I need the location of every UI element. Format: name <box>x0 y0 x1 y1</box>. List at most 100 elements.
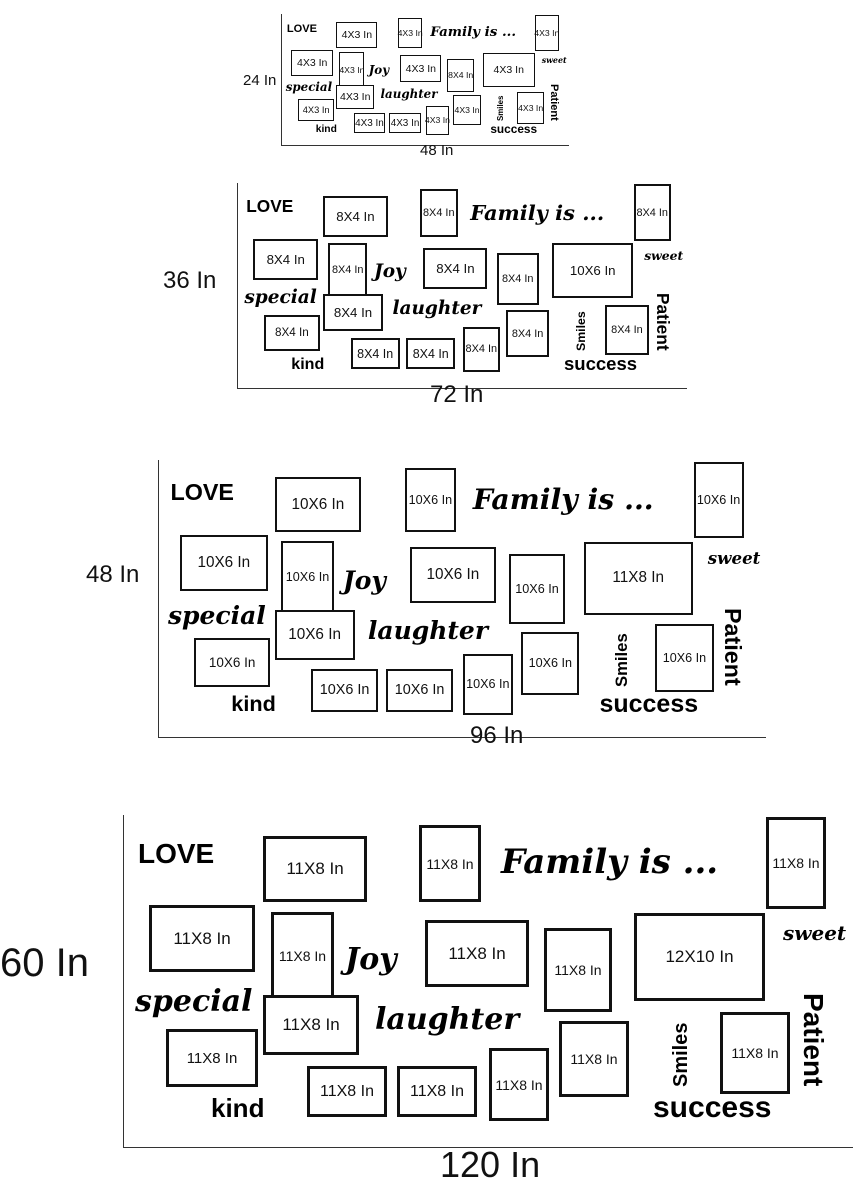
frame-size-label: 10X6 In <box>319 682 370 699</box>
photo-frame: 4X3 In <box>336 22 378 49</box>
frame-size-label: 8X4 In <box>636 206 668 219</box>
photo-frame: 4X3 In <box>398 17 423 49</box>
frame-size-label: 8X4 In <box>501 272 534 285</box>
frame-size-label: 8X4 In <box>266 251 305 267</box>
width-dimension-label: 48 In <box>420 141 454 159</box>
frame-size-label: 4X3 In <box>355 117 384 129</box>
frame-size-label: 10X6 In <box>408 493 453 508</box>
frame-size-label: 10X6 In <box>696 492 741 507</box>
frame-size-label: 8X4 In <box>274 326 309 340</box>
wall-word-kind: kind <box>291 354 325 373</box>
frame-size-label: 8X4 In <box>448 70 474 81</box>
frame-size-label: 11X8 In <box>278 948 327 964</box>
frame-size-label: 11X8 In <box>282 1015 340 1034</box>
photo-frame: 4X3 In <box>389 113 421 134</box>
frame-size-label: 11X8 In <box>320 1082 374 1100</box>
photo-frame: 8X4 In <box>419 189 458 237</box>
wall-word-kind: kind <box>211 1093 265 1123</box>
frame-size-label: 11X8 In <box>410 1082 464 1100</box>
photo-frame: 11X8 In <box>271 912 334 1000</box>
width-dimension-label: 72 In <box>430 381 484 408</box>
frame-size-label: 10X6 In <box>528 656 573 671</box>
height-dimension-label: 24 In <box>243 71 277 89</box>
photo-frame: 8X4 In <box>605 304 649 356</box>
frame-size-label: 8X4 In <box>511 327 544 340</box>
photo-frame: 4X3 In <box>336 85 375 109</box>
photo-frame: 10X6 In <box>281 540 334 615</box>
photo-frame: 10X6 In <box>655 624 714 693</box>
wall-word-sweet: sweet <box>541 55 567 65</box>
wall-word-laughter: laughter <box>367 616 488 646</box>
photo-frame: 10X6 In <box>274 609 355 660</box>
photo-frame: 8X4 In <box>506 310 550 357</box>
photo-frame: 8X4 In <box>263 315 321 351</box>
frame-size-label: 4X3 In <box>518 103 544 113</box>
dimension-axis-vertical <box>281 14 282 146</box>
photo-frame: 11X8 In <box>544 928 612 1012</box>
wall-word-sweet: sweet <box>783 921 847 945</box>
wall-word-love: LOVE <box>246 196 294 217</box>
photo-frame: 4X3 In <box>482 52 535 88</box>
dimension-axis-vertical <box>158 460 159 737</box>
photo-frame: 11X8 In <box>720 1012 790 1094</box>
photo-frame: 4X3 In <box>297 98 335 122</box>
height-dimension-label: 48 In <box>86 561 140 588</box>
wall-word-joy: Joy <box>345 942 397 977</box>
photo-frame: 11X8 In <box>263 836 367 902</box>
wall-word-sweet: sweet <box>707 547 761 568</box>
wall-word-special: special <box>285 79 333 94</box>
frame-size-label: 8X4 In <box>422 206 455 219</box>
wall-word-family: Family is ... <box>501 842 719 882</box>
frame-size-label: 10X6 In <box>394 682 445 699</box>
frame-size-label: 11X8 In <box>495 1076 543 1093</box>
wall-word-laughter: laughter <box>380 87 438 102</box>
wall-word-laughter: laughter <box>392 298 482 320</box>
wall-word-family: Family is ... <box>470 199 605 225</box>
frame-size-label: 4X3 In <box>405 62 437 75</box>
wall-word-smiles: Smiles <box>496 95 506 122</box>
frame-size-label: 10X6 In <box>515 582 559 597</box>
wall-word-joy: Joy <box>373 261 406 283</box>
wall-word-special: special <box>167 601 266 631</box>
photo-frame: 4X3 In <box>353 113 386 134</box>
frame-size-label: 4X3 In <box>534 27 560 38</box>
photo-frame: 10X6 In <box>693 461 744 539</box>
height-dimension-label: 36 In <box>163 267 217 294</box>
frame-size-label: 10X6 In <box>285 570 330 585</box>
wall-word-patient: Patient <box>798 993 829 1087</box>
photo-frame: 11X8 In <box>397 1066 477 1117</box>
wall-word-joy: Joy <box>368 63 390 78</box>
dimension-axis-horizontal <box>281 145 570 147</box>
dimension-axis-vertical <box>123 815 124 1147</box>
wall-word-laughter: laughter <box>375 1002 520 1037</box>
photo-frame: 11X8 In <box>419 825 481 902</box>
frame-size-label: 8X4 In <box>611 323 643 336</box>
photo-frame: 10X6 In <box>311 669 378 712</box>
photo-frame: 4X3 In <box>516 91 545 125</box>
dimension-axis-horizontal <box>237 387 688 389</box>
frame-size-label: 10X6 In <box>288 625 341 643</box>
photo-frame: 11X8 In <box>263 995 359 1055</box>
wall-word-patient: Patient <box>720 608 747 686</box>
frame-size-label: 10X6 In <box>466 677 510 692</box>
photo-frame: 11X8 In <box>149 905 255 972</box>
wall-word-kind: kind <box>315 123 337 135</box>
frame-size-label: 10X6 In <box>291 495 345 513</box>
photo-frame: 8X4 In <box>633 184 671 241</box>
wall-word-success: success <box>653 1091 772 1124</box>
photo-frame: 8X4 In <box>406 337 456 370</box>
wall-word-success: success <box>490 121 538 136</box>
photo-frame: 10X6 In <box>462 654 513 715</box>
photo-frame: 8X4 In <box>350 337 400 370</box>
height-dimension-label: 60 In <box>0 941 89 985</box>
photo-frame: 10X6 In <box>404 468 457 533</box>
frame-size-label: 11X8 In <box>426 855 474 872</box>
wall-word-patient: Patient <box>548 84 561 122</box>
frame-size-label: 8X4 In <box>436 260 475 276</box>
photo-frame: 8X4 In <box>323 294 383 332</box>
frame-size-label: 8X4 In <box>465 343 498 356</box>
wall-word-joy: Joy <box>342 566 386 596</box>
wall-word-love: LOVE <box>138 838 215 869</box>
frame-size-label: 11X8 In <box>448 943 506 963</box>
